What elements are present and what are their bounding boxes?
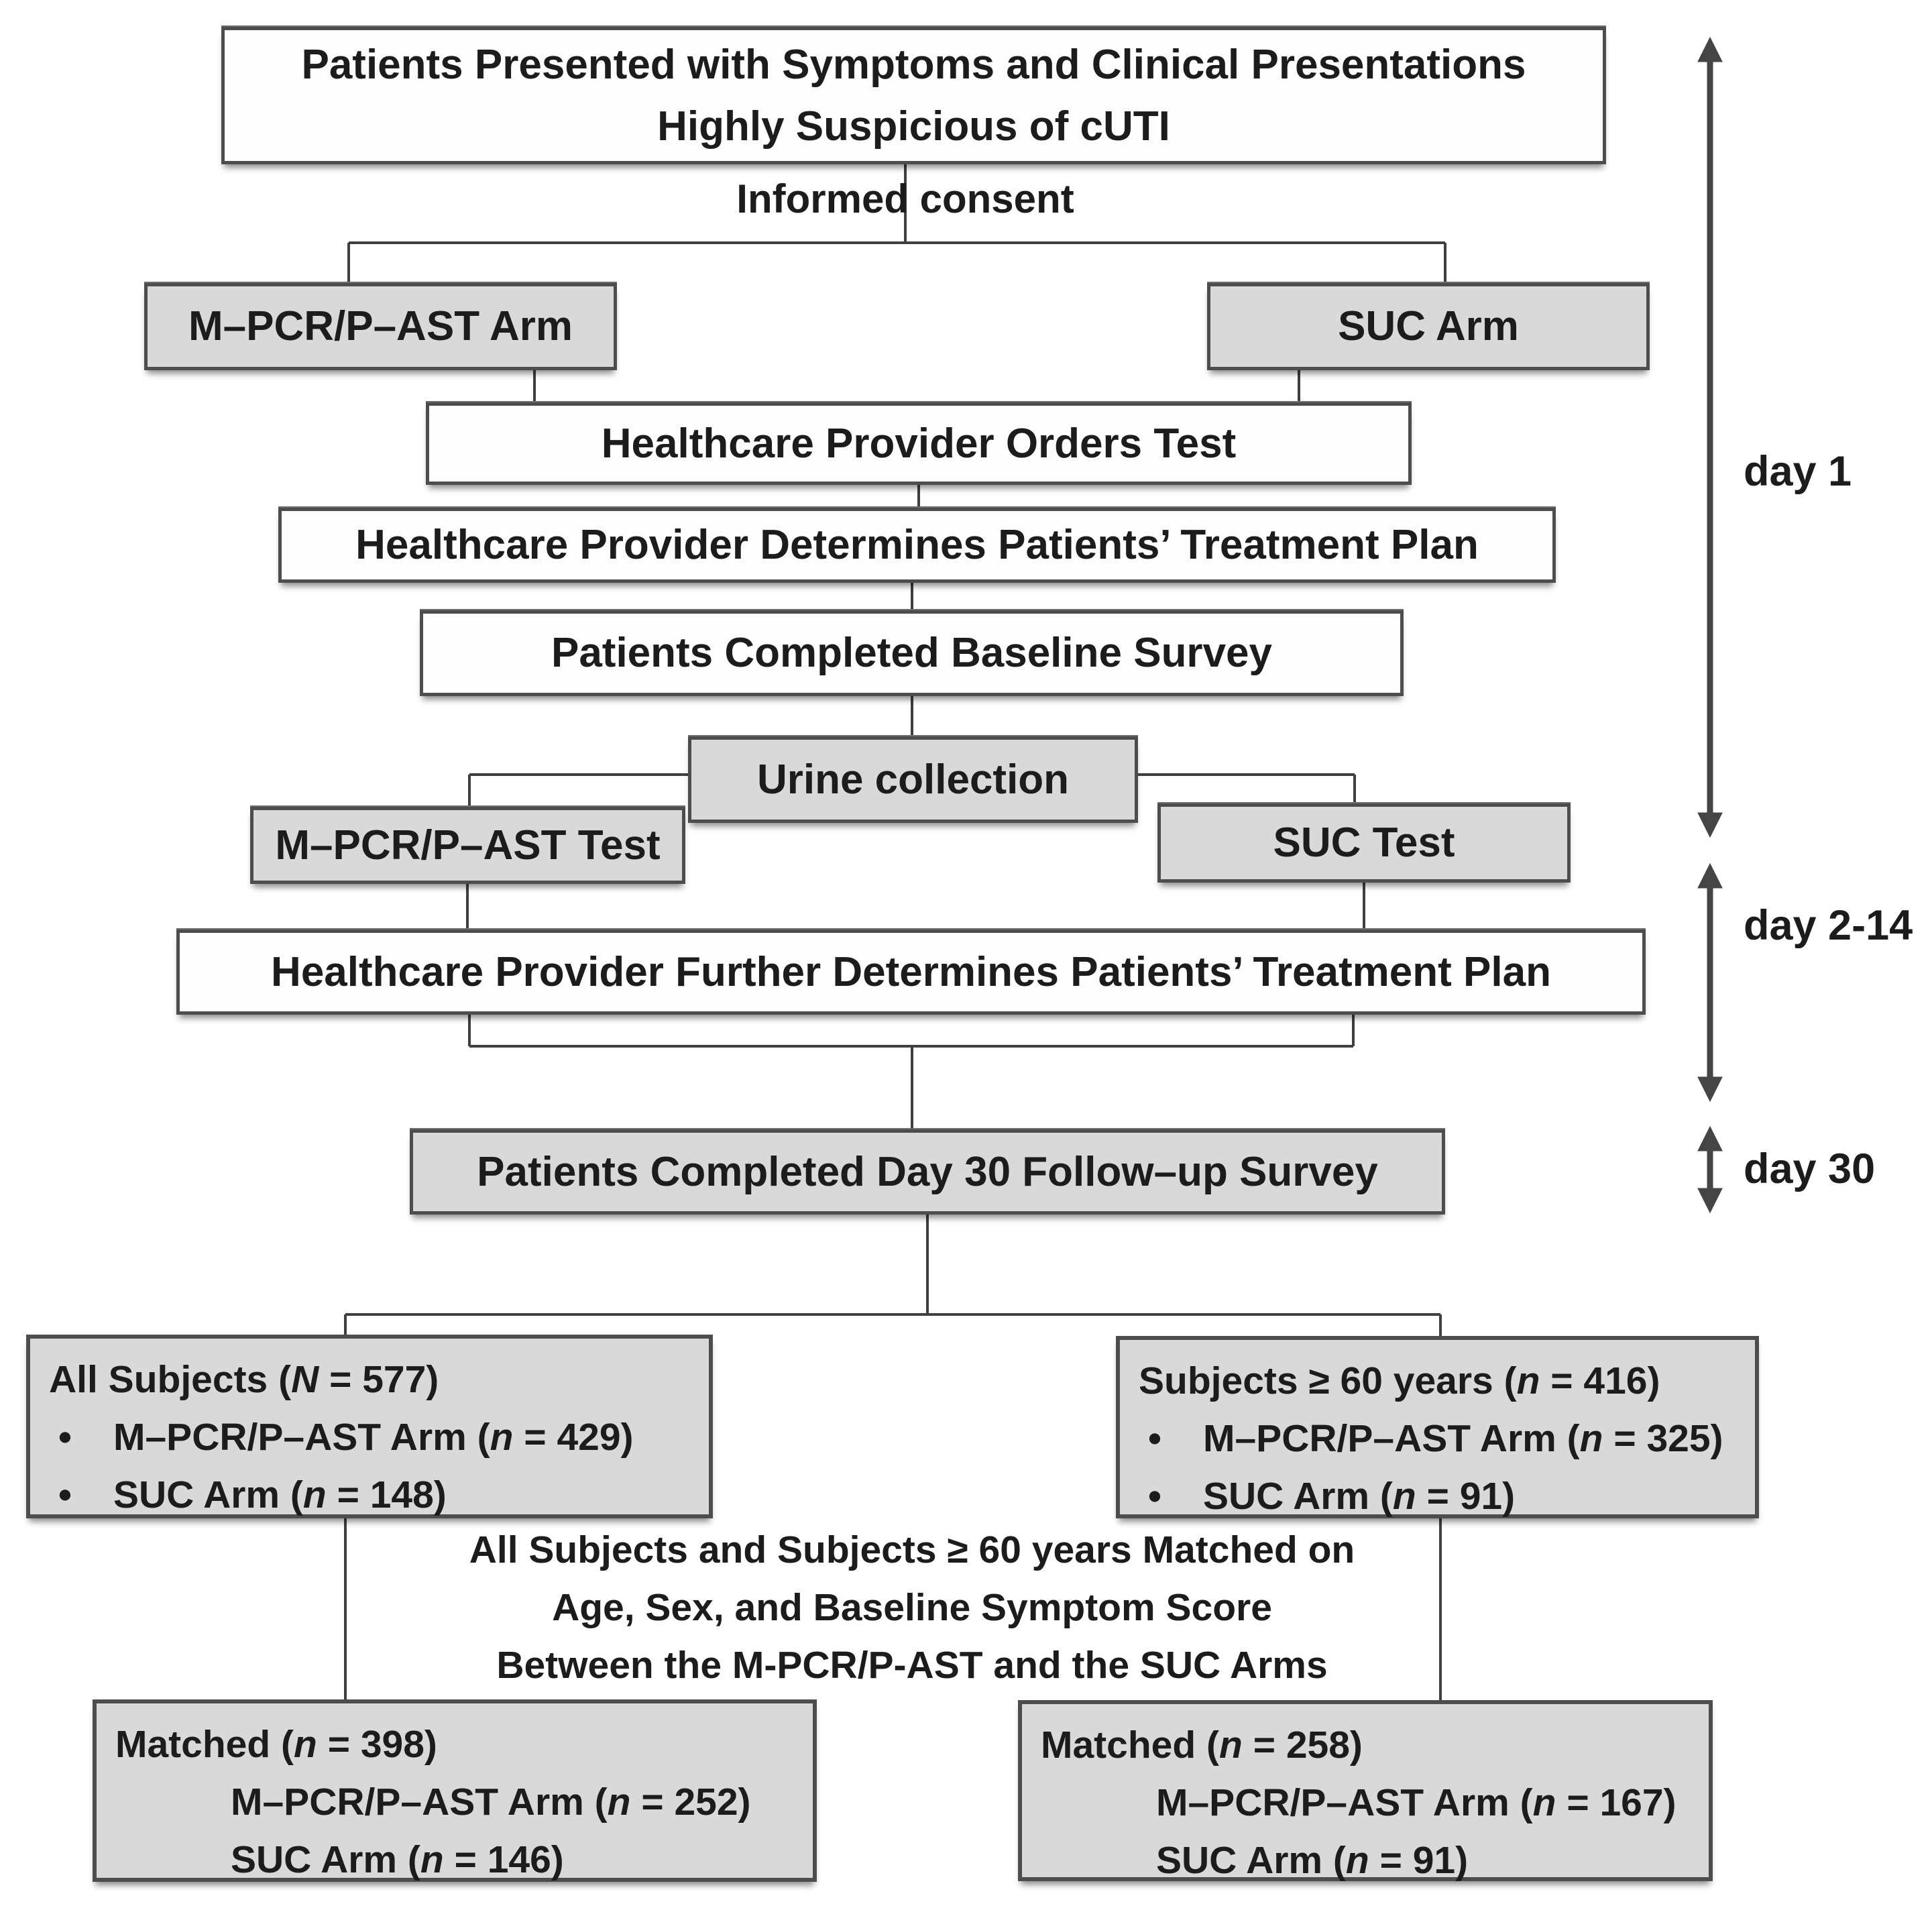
subjects-60-title: Subjects ≥ 60 years (n = 416)	[1139, 1359, 1660, 1402]
matched-right-item-1: M–PCR/P–AST Arm (n = 167)	[1156, 1781, 1677, 1824]
box-suc-test: SUC Test	[1157, 803, 1571, 883]
box-patients-presented: Patients Presented with Symptoms and Cli…	[221, 27, 1606, 164]
box-patients-presented-line2: Highly Suspicious of cUTI	[657, 103, 1170, 150]
box-orders-test: Healthcare Provider Orders Test	[426, 402, 1412, 485]
timeline-label-day2-14: day 2-14	[1744, 902, 1913, 949]
list-item: • M–PCR/P–AST Arm (n = 325)	[1139, 1410, 1742, 1467]
matched-note: All Subjects and Subjects ≥ 60 years Mat…	[376, 1521, 1448, 1694]
box-urine-collection: Urine collection	[688, 736, 1138, 823]
box-further-determines-plan: Healthcare Provider Further Determines P…	[176, 930, 1646, 1015]
timeline-label-day1: day 1	[1744, 448, 1852, 495]
box-day30-survey: Patients Completed Day 30 Follow–up Surv…	[410, 1129, 1445, 1215]
bullet-icon: •	[1148, 1475, 1161, 1518]
box-matched-right: Matched (n = 258) M–PCR/P–AST Arm (n = 1…	[1018, 1700, 1713, 1882]
matched-right-item-2: SUC Arm (n = 91)	[1156, 1839, 1469, 1882]
list-item: • SUC Arm (n = 91)	[1139, 1467, 1742, 1525]
bullet-icon: •	[58, 1416, 72, 1459]
matched-right-title: Matched (n = 258)	[1041, 1724, 1363, 1766]
box-subjects-60: Subjects ≥ 60 years (n = 416) • M–PCR/P–…	[1116, 1336, 1759, 1518]
all-subjects-item-2: SUC Arm (n = 148)	[113, 1473, 447, 1516]
box-patients-presented-line1: Patients Presented with Symptoms and Cli…	[301, 41, 1526, 88]
box-matched-left: Matched (n = 398) M–PCR/P–AST Arm (n = 2…	[93, 1699, 817, 1882]
subjects-60-item-1: M–PCR/P–AST Arm (n = 325)	[1203, 1417, 1723, 1460]
matched-left-item-1: M–PCR/P–AST Arm (n = 252)	[231, 1781, 751, 1823]
box-mpcr-past-arm: M–PCR/P–AST Arm	[144, 283, 617, 370]
list-item: • M–PCR/P–AST Arm (n = 429)	[49, 1408, 695, 1466]
list-item: • SUC Arm (n = 148)	[49, 1466, 695, 1524]
box-suc-arm: SUC Arm	[1207, 283, 1650, 370]
bullet-icon: •	[1148, 1417, 1161, 1460]
box-mpcr-past-test: M–PCR/P–AST Test	[250, 807, 685, 884]
box-all-subjects: All Subjects (N = 577) • M–PCR/P–AST Arm…	[26, 1335, 713, 1518]
matched-note-line3: Between the M-PCR/P-AST and the SUC Arms	[496, 1644, 1328, 1687]
timeline-label-day30: day 30	[1744, 1145, 1876, 1192]
matched-note-line2: Age, Sex, and Baseline Symptom Score	[552, 1586, 1272, 1629]
matched-left-title: Matched (n = 398)	[115, 1723, 437, 1766]
box-determines-plan: Healthcare Provider Determines Patients’…	[278, 508, 1556, 583]
box-baseline-survey: Patients Completed Baseline Survey	[420, 610, 1404, 696]
all-subjects-title: All Subjects (N = 577)	[49, 1358, 439, 1401]
matched-left-item-2: SUC Arm (n = 146)	[231, 1838, 564, 1881]
all-subjects-item-1: M–PCR/P–AST Arm (n = 429)	[113, 1416, 634, 1459]
informed-consent-label: Informed consent	[736, 176, 1074, 221]
subjects-60-item-2: SUC Arm (n = 91)	[1203, 1475, 1516, 1518]
matched-note-line1: All Subjects and Subjects ≥ 60 years Mat…	[469, 1528, 1355, 1571]
bullet-icon: •	[58, 1473, 72, 1516]
